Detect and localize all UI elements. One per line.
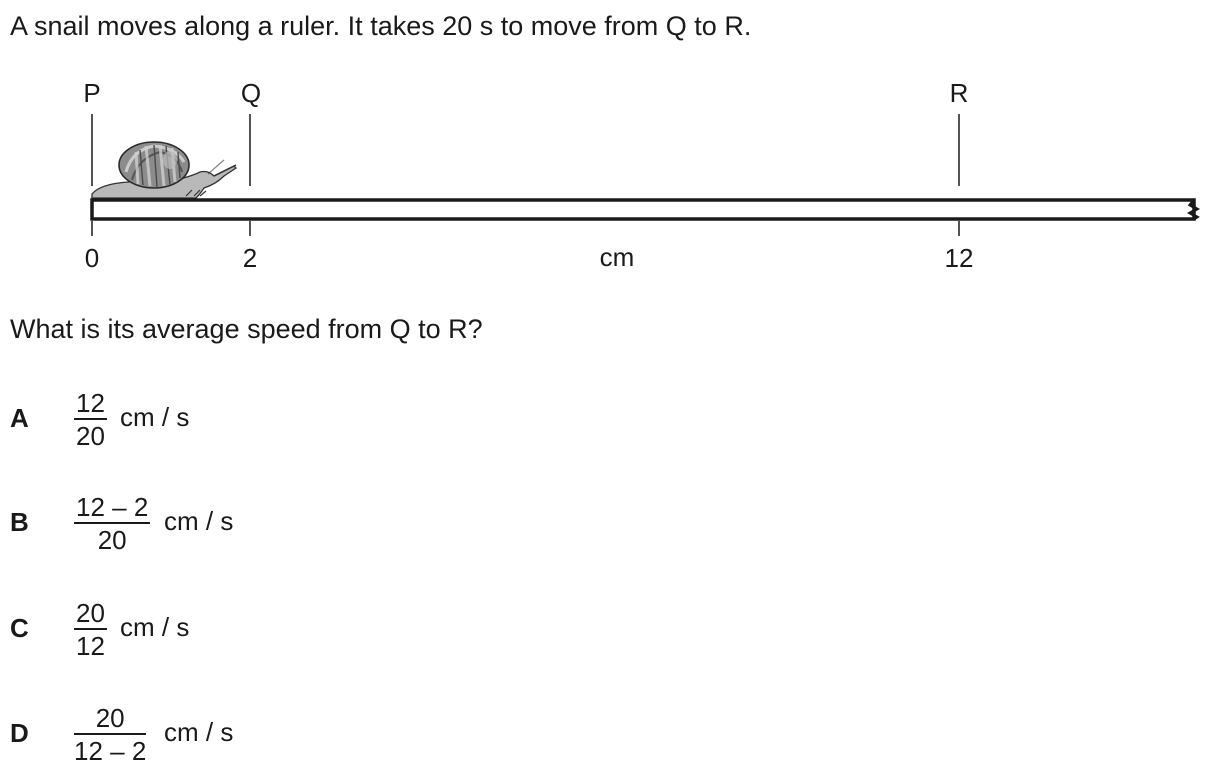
option-unit: cm / s (164, 506, 234, 536)
fraction-denominator: 12 (76, 631, 105, 661)
option-a[interactable]: A 12 20 cm / s (0, 388, 400, 458)
ruler (90, 198, 1196, 221)
point-label-r: R (950, 78, 969, 108)
snail-icon (91, 141, 238, 199)
question-stem: A snail moves along a ruler. It takes 20… (10, 11, 752, 41)
option-unit: cm / s (120, 612, 190, 642)
fraction: 12 – 2 20 (74, 492, 151, 555)
option-letter: B (10, 507, 29, 537)
fraction-numerator: 12 (74, 388, 107, 420)
tick-label-0: 0 (85, 243, 99, 273)
fraction-numerator: 20 (74, 704, 147, 735)
option-letter: D (10, 718, 29, 748)
fraction-denominator: 20 (97, 525, 127, 555)
option-c[interactable]: C 20 12 cm / s (0, 598, 400, 668)
fraction: 20 12 – 2 (74, 704, 147, 766)
option-letter: A (10, 403, 29, 433)
option-b[interactable]: B 12 – 2 20 cm / s (0, 493, 400, 563)
point-label-q: Q (241, 78, 261, 108)
question-prompt: What is its average speed from Q to R? (10, 314, 483, 344)
fraction-denominator: 12 – 2 (74, 736, 147, 766)
option-letter: C (10, 613, 29, 643)
point-label-p: P (83, 78, 100, 108)
ruler-diagram: P Q R 0 2 12 cm (83, 78, 1201, 273)
fraction: 12 20 (74, 389, 107, 451)
tick-label-12: 12 (945, 243, 974, 273)
option-unit: cm / s (120, 402, 190, 432)
option-unit: cm / s (164, 717, 234, 747)
fraction-numerator: 20 (74, 598, 107, 630)
ruler-break-mark (1186, 199, 1201, 221)
tick-label-2: 2 (243, 243, 257, 273)
fraction-numerator: 12 – 2 (74, 492, 151, 524)
unit-label: cm (600, 242, 635, 272)
fraction: 20 12 (74, 599, 107, 661)
fraction-denominator: 20 (76, 421, 105, 451)
option-d[interactable]: D 20 12 – 2 cm / s (0, 704, 400, 774)
